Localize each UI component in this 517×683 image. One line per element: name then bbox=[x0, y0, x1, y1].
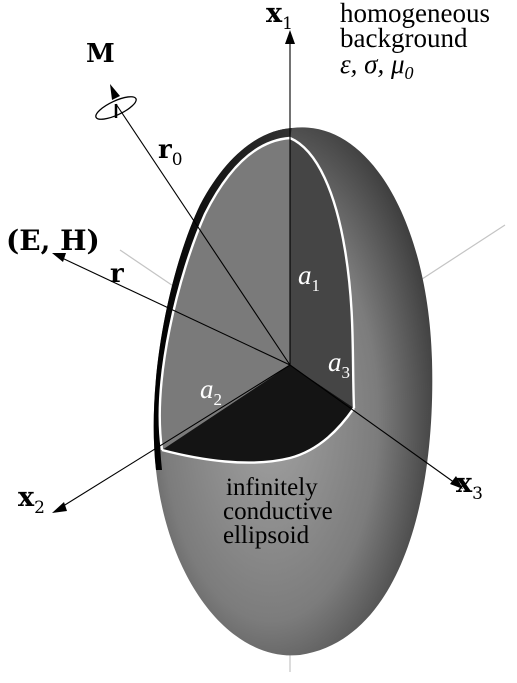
ellipsoid-description: infinitely conductive ellipsoid bbox=[223, 474, 333, 549]
background-label-line1: homogeneous bbox=[340, 0, 490, 28]
dipole-loop-icon bbox=[95, 96, 137, 120]
ellipsoid-label-line2: conductive bbox=[223, 498, 333, 525]
moment-label: M bbox=[86, 39, 115, 69]
background-label-line2: background bbox=[340, 23, 468, 53]
background-medium-label: homogeneous background ε, σ, μ0 bbox=[340, 0, 490, 83]
cut-face-x1x2 bbox=[159, 138, 290, 450]
ellipsoid-label-line3: ellipsoid bbox=[223, 522, 310, 549]
axis-label-x2: x2 bbox=[18, 482, 45, 518]
cutaway-octant bbox=[158, 136, 356, 464]
svg-text:ε, σ, μ0: ε, σ, μ0 bbox=[340, 49, 414, 83]
cut-face-x1x3 bbox=[290, 138, 354, 408]
semi-axis-a2-label: a2 bbox=[200, 374, 222, 409]
axis-label-x1: x1 bbox=[266, 0, 293, 34]
r0-label: r0 bbox=[158, 135, 183, 170]
semi-axis-a1-label: a1 bbox=[298, 260, 320, 295]
ellipsoid-label-line1: infinitely bbox=[226, 474, 318, 501]
background-label-params-sub: 0 bbox=[405, 63, 414, 83]
semi-axis-a3-label: a3 bbox=[328, 347, 350, 382]
axis-label-x3: x3 bbox=[456, 468, 483, 504]
axis-arrowheads bbox=[52, 30, 463, 513]
position-vectors bbox=[61, 103, 291, 366]
background-label-params: ε, σ, μ bbox=[340, 49, 405, 79]
r-label: r bbox=[110, 259, 124, 289]
vector-arrowheads bbox=[52, 84, 120, 262]
cut-face-x2x3 bbox=[162, 365, 354, 463]
principal-axes bbox=[59, 40, 456, 509]
fields-label: (E, H) bbox=[6, 224, 100, 257]
